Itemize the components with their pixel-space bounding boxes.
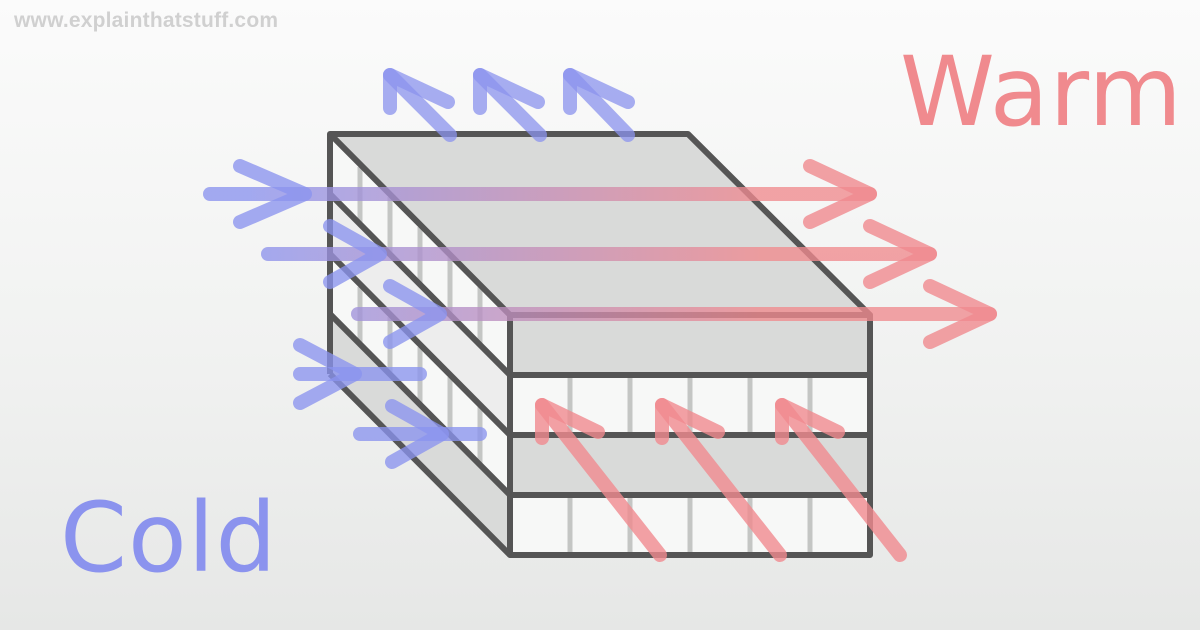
warm-inlet-arrows [535,398,907,562]
cold-up-arrow-3-icon [563,68,635,142]
site-watermark: www.explainthatstuff.com [14,9,279,32]
front-band-1 [510,315,870,375]
cold-label: Cold [60,482,278,594]
cold-inlet-arrow-1-icon [293,338,427,410]
warm-up-arrow-3-icon [775,398,907,562]
warm-label: Warm [900,36,1183,148]
cold-up-arrow-1-icon [383,68,457,142]
warm-up-arrow-2-icon [655,398,787,562]
cold-exit-arrows [383,68,635,142]
through-arrow-3-icon [351,279,997,349]
cold-inlet-arrows [293,338,487,469]
cold-up-arrow-2-icon [473,68,547,142]
cold-inlet-arrow-2-icon [353,399,487,469]
warm-up-arrow-1-icon [535,398,667,562]
through-arrow-2-icon [261,219,937,289]
through-flow-arrows [203,159,997,349]
through-arrow-1-icon [203,159,877,229]
